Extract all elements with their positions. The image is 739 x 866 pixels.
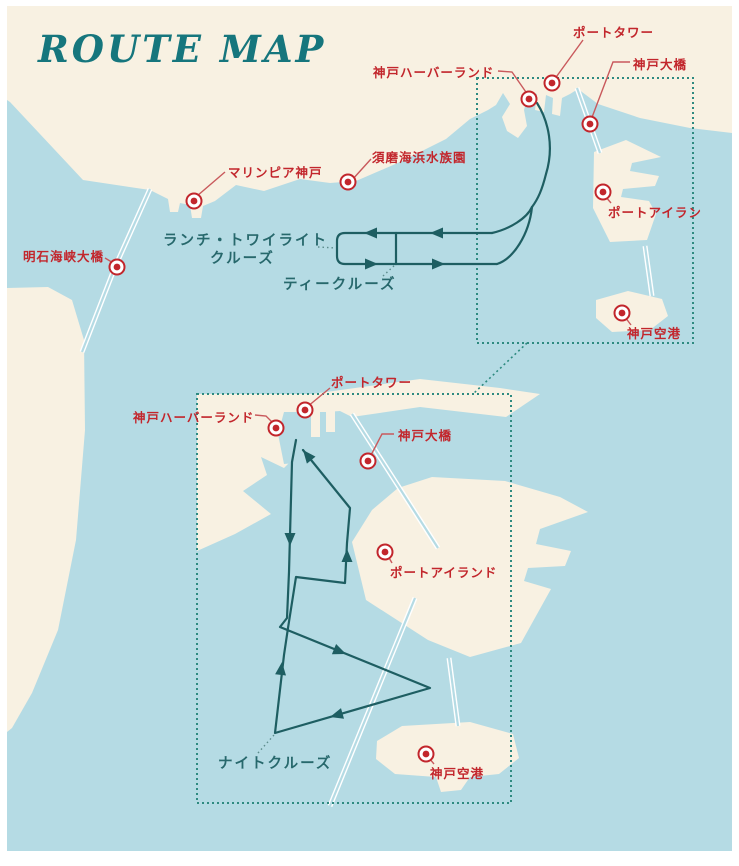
route-join-top-overview — [490, 205, 534, 235]
label-kobe-airport-detail: 神戸空港 — [430, 766, 484, 781]
label-kobe-harborland-detail: 神戸ハーバーランド — [133, 410, 254, 425]
harborland-mainland-detail — [197, 394, 312, 551]
north-shore-detail — [312, 379, 540, 417]
route-loop-overview — [335, 231, 499, 266]
route-arrows — [275, 227, 445, 719]
label-kobe-harborland-overview: 神戸ハーバーランド — [373, 65, 494, 80]
detail-inset-frame — [196, 393, 512, 804]
label-port-island-detail: ポートアイランド — [390, 565, 497, 580]
label-port-tower-detail: ポートタワー — [331, 375, 412, 390]
label-lunch-twilight-cruise-line1: ランチ・トワイライト — [163, 232, 328, 249]
label-kobe-airport-overview: 神戸空港 — [627, 326, 681, 341]
kobe-airport-island-detail — [376, 722, 519, 792]
airport-bridge-line-detail — [447, 657, 460, 727]
pier-finger-1 — [311, 408, 320, 437]
page-title: ROUTE MAP — [37, 27, 326, 71]
label-port-island-overview: ポートアイラン — [608, 205, 702, 220]
leader-lunch-twilight — [317, 246, 337, 249]
label-lunch-twilight-cruise-line2: クルーズ — [210, 249, 275, 267]
label-kobe-ohashi-overview: 神戸大橋 — [633, 57, 687, 72]
kobe-ohashi-line-detail — [351, 413, 439, 549]
leader-kobe-ohashi-overview — [590, 61, 630, 121]
leader-tea-cruise — [382, 263, 397, 277]
label-port-tower-overview: ポートタワー — [573, 25, 654, 40]
label-marinepia-kobe: マリンピア神戸 — [228, 165, 323, 180]
label-night-cruise: ナイトクルーズ — [218, 754, 332, 772]
label-kobe-ohashi-detail: 神戸大橋 — [398, 428, 452, 443]
inset-connector-line — [472, 342, 528, 395]
kobe-airport-island-overview — [596, 291, 668, 332]
awaji-island — [7, 287, 85, 732]
label-akashi-kaikyo-bridge: 明石海峡大橋 — [23, 249, 104, 264]
leader-marinepia — [196, 171, 226, 197]
leader-suma — [351, 158, 372, 181]
route-join-bottom-overview — [495, 205, 534, 266]
leader-port-tower-overview — [553, 39, 584, 81]
label-suma-aqualife-park: 須磨海浜水族園 — [371, 150, 467, 165]
landmark-markers — [108, 74, 631, 763]
sky-bridge-line-detail — [328, 597, 417, 807]
leader-harborland-overview — [497, 70, 529, 96]
label-tea-cruise: ティークルーズ — [283, 275, 396, 293]
leader-kobe-ohashi-detail — [368, 433, 394, 460]
route-harbor-entry-overview — [530, 101, 551, 209]
mainland-coast — [7, 6, 732, 218]
port-island-overview — [593, 140, 661, 242]
pier-finger-2 — [326, 408, 335, 432]
airport-bridge-line-overview — [643, 245, 654, 297]
